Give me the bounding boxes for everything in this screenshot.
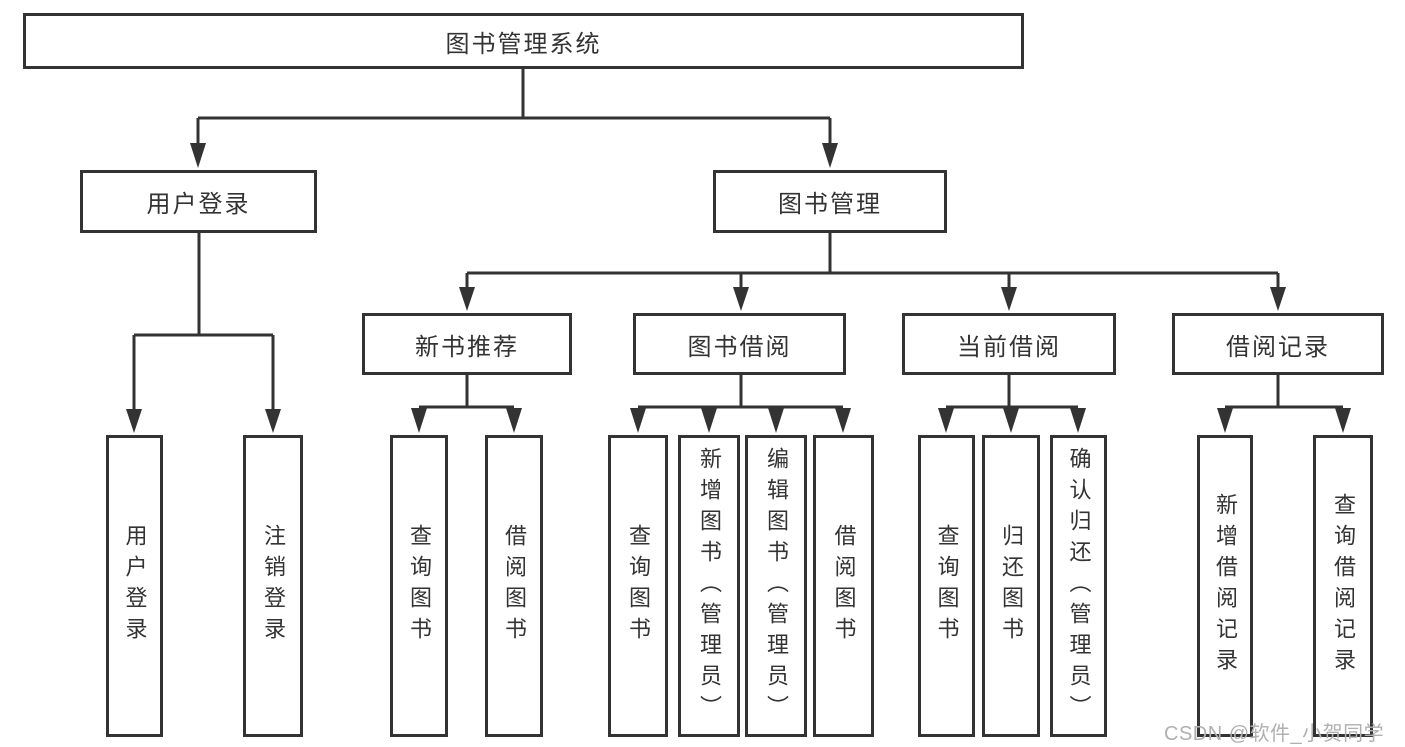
node-borrow-record: 借阅记录 (1172, 313, 1384, 375)
node-book-borrow: 图书借阅 (633, 313, 846, 375)
node-user-login: 用户登录 (80, 170, 317, 233)
leaf-query-borrow-record: 查询借阅记录 (1313, 435, 1373, 737)
leaf-borrow-book: 借阅图书 (813, 435, 874, 737)
leaf-query-book-borrow: 查询图书 (608, 435, 668, 737)
node-book-management: 图书管理 (713, 170, 947, 233)
leaf-logout: 注销登录 (243, 435, 303, 737)
leaf-return-book: 归还图书 (982, 435, 1040, 737)
leaf-add-borrow-record: 新增借阅记录 (1197, 435, 1253, 737)
leaf-add-book-admin: 新增图书（管理员） (678, 435, 740, 737)
leaf-query-book-recommend: 查询图书 (390, 435, 448, 737)
leaf-query-book-current: 查询图书 (918, 435, 975, 737)
node-library-management-system: 图书管理系统 (23, 13, 1024, 69)
node-new-book-recommend: 新书推荐 (362, 313, 572, 375)
node-current-borrow: 当前借阅 (902, 313, 1116, 375)
leaf-borrow-book-recommend: 借阅图书 (485, 435, 543, 737)
leaf-user-login: 用户登录 (106, 435, 163, 737)
leaf-edit-book-admin: 编辑图书（管理员） (745, 435, 807, 737)
leaf-confirm-return-admin: 确认归还（管理员） (1050, 435, 1107, 737)
watermark-text: CSDN @软件_小贺同学 (1164, 723, 1385, 745)
